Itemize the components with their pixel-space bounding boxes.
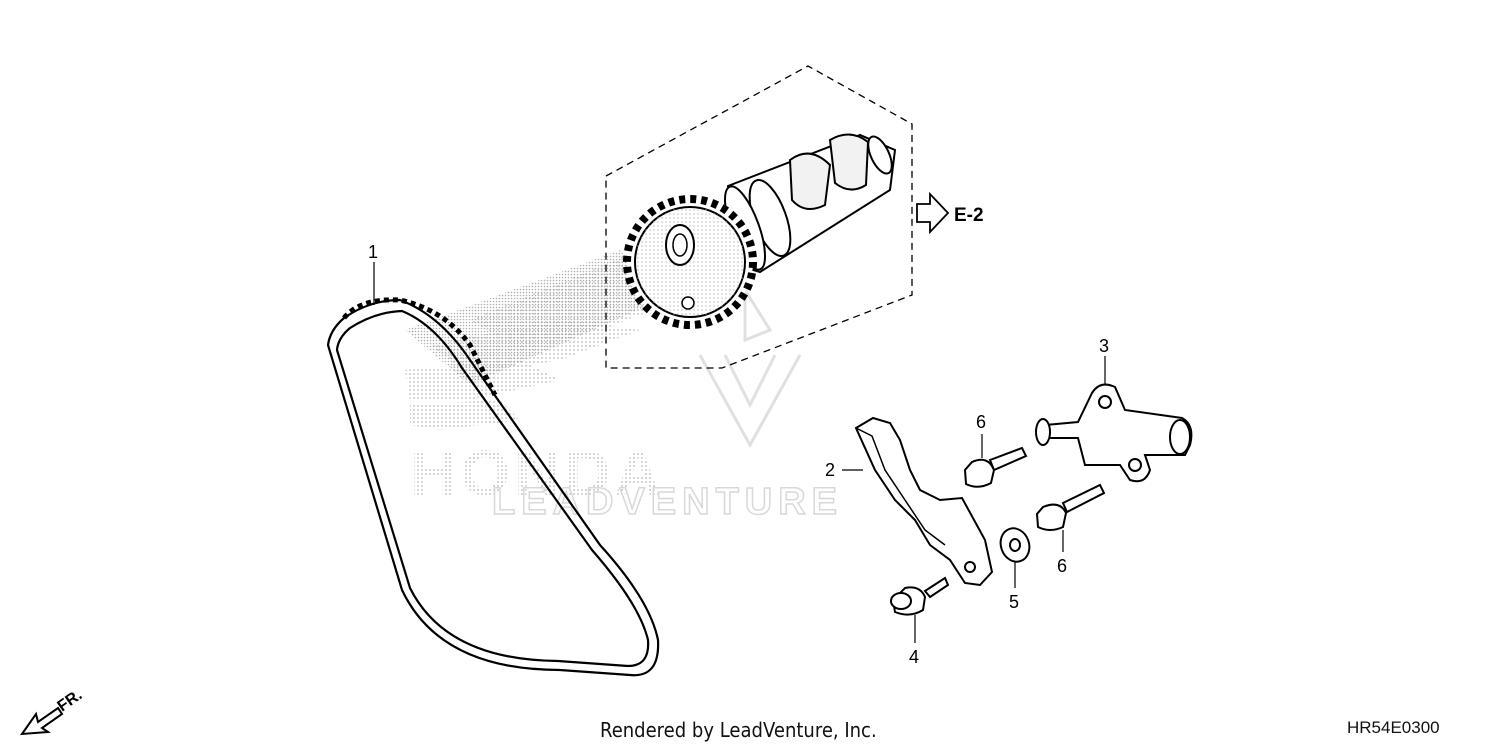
cam-sprocket [623, 195, 757, 329]
cam-chain [326, 297, 660, 677]
diagram-code: HR54E0300 [1347, 718, 1440, 737]
bolt-lower [1035, 483, 1106, 531]
callout-label: 2 [825, 460, 835, 480]
watermark-company: LEADVENTURE [492, 481, 843, 523]
tensioner-lifter [1035, 383, 1193, 483]
callout-label: 6 [1057, 556, 1067, 576]
callout-label: 5 [1009, 592, 1019, 612]
watermark-brand: HONDA [410, 437, 665, 509]
callout-label: 3 [1099, 336, 1109, 356]
tensioner-slipper [854, 416, 994, 587]
callout-2[interactable]: 2 [825, 460, 863, 480]
washer [999, 527, 1031, 563]
bolt-upper [963, 446, 1028, 488]
callout-6-upper[interactable]: 6 [976, 412, 986, 458]
callout-3[interactable]: 3 [1099, 336, 1109, 385]
front-arrow-icon [19, 706, 64, 736]
leadventure-v-mark [698, 284, 802, 449]
callout-label: 6 [976, 412, 986, 432]
callout-1[interactable]: 1 [368, 242, 378, 305]
front-indicator: FR. [19, 687, 85, 736]
footer-credit: Rendered by LeadVenture, Inc. [600, 718, 877, 742]
bolt-slipper [890, 576, 950, 616]
chain-shadow-dots [405, 250, 660, 385]
callout-6-lower[interactable]: 6 [1057, 530, 1067, 576]
callout-4[interactable]: 4 [909, 615, 919, 667]
callout-5[interactable]: 5 [1009, 562, 1019, 612]
reference-arrow-icon [916, 191, 950, 235]
reference-label[interactable]: E-2 [954, 205, 984, 226]
callout-label: 1 [368, 242, 378, 262]
subassembly-dashed-box [605, 65, 913, 369]
camshaft-group: E-2 [405, 65, 984, 385]
callout-label: 4 [909, 647, 919, 667]
